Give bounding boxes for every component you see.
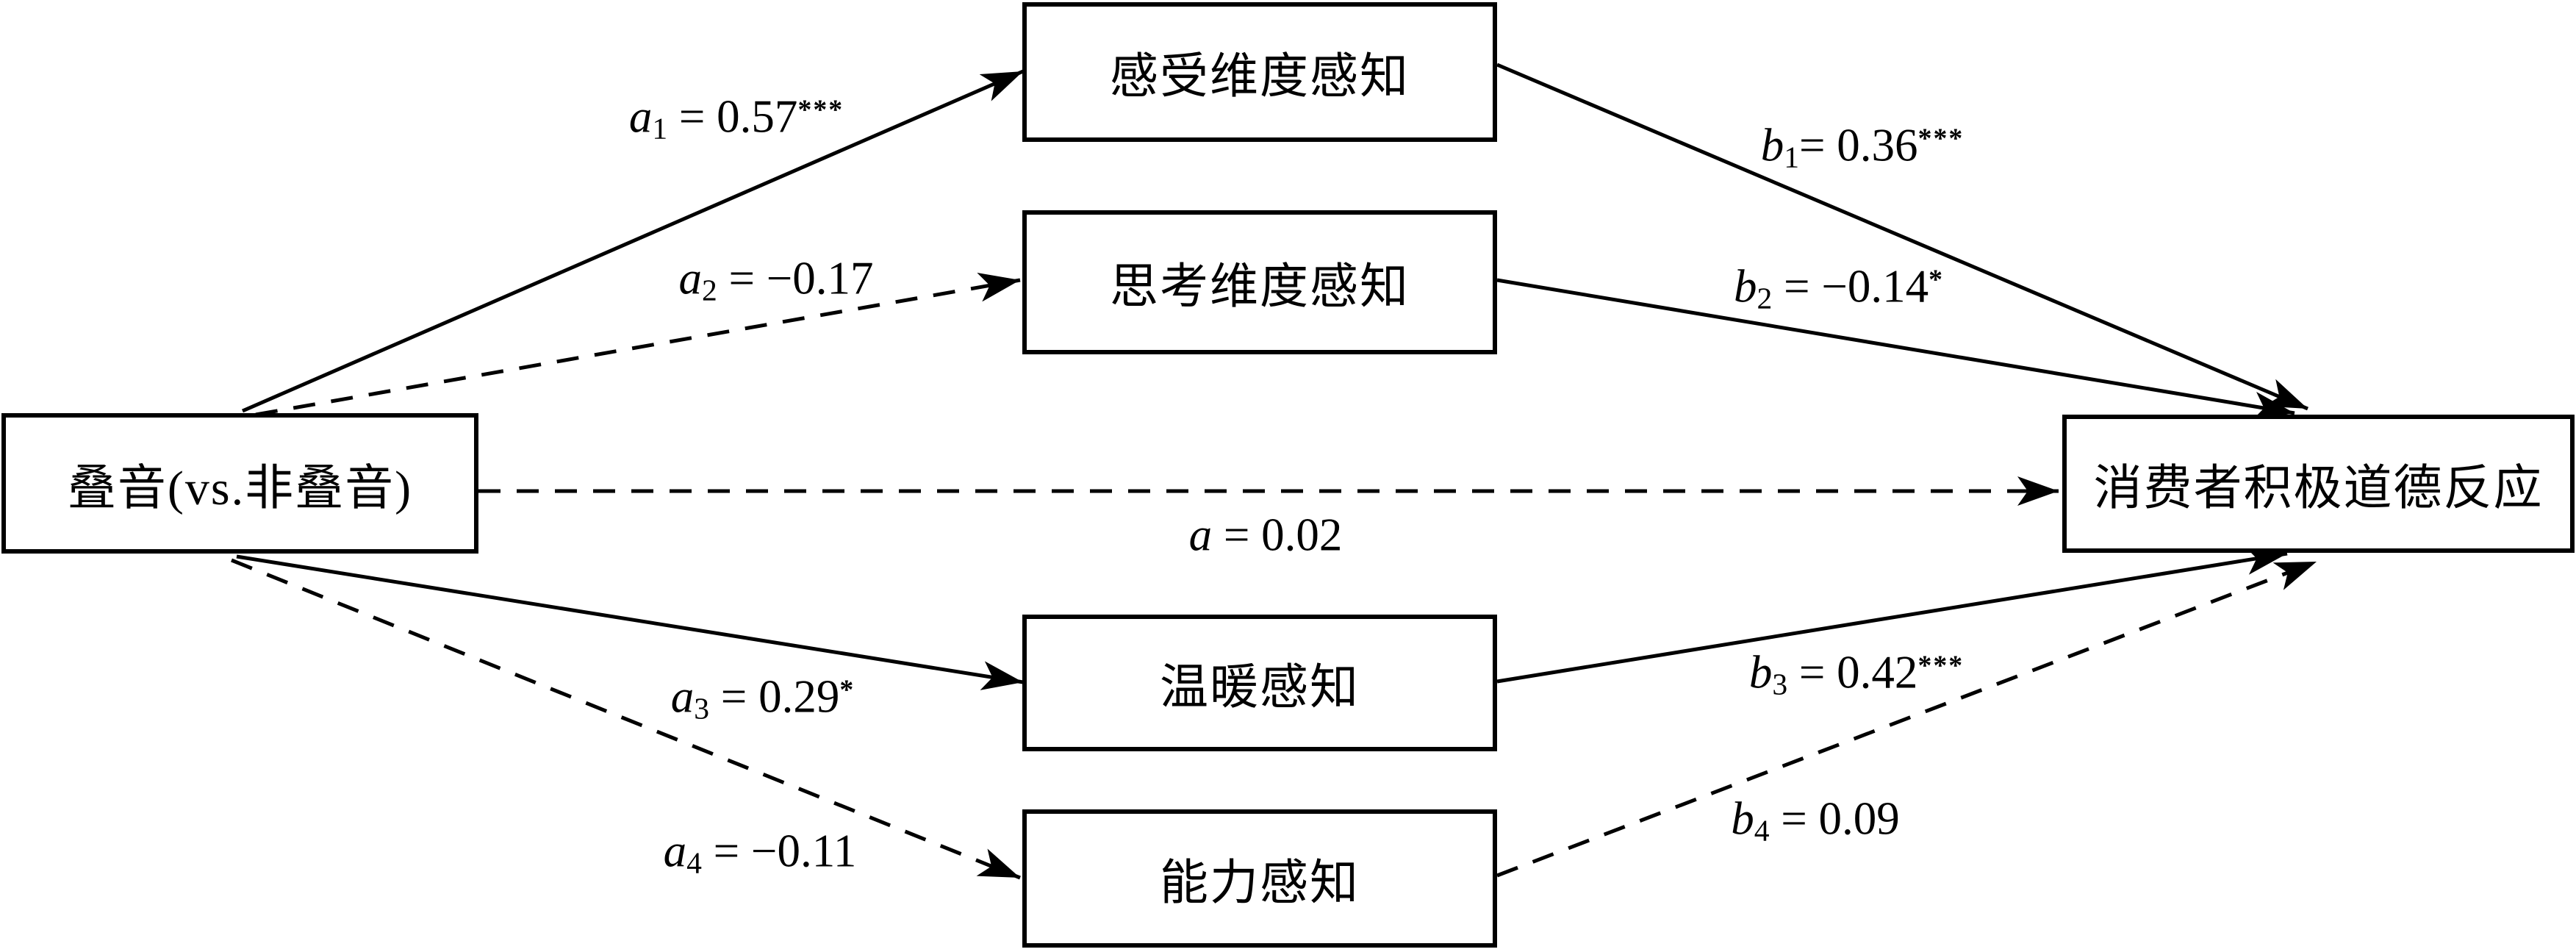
coefficient-symbol: b <box>1748 646 1773 698</box>
path-label-b4: b4 = 0.09 <box>1731 792 1900 846</box>
coefficient-value: = −0.17 <box>717 252 874 304</box>
significance-stars: * <box>839 674 855 706</box>
coefficient-subscript: 2 <box>1757 281 1773 315</box>
coefficient-value: = 0.57 <box>667 90 798 143</box>
significance-stars: *** <box>1917 123 1965 154</box>
path-label-a1: a1 = 0.57*** <box>629 90 844 144</box>
path-a4-arrow <box>231 558 1021 880</box>
node-m4-label: 能力感知 <box>1160 856 1360 910</box>
path-label-b2: b2 = −0.14* <box>1734 260 1944 314</box>
coefficient-value: = 0.36 <box>1799 119 1918 171</box>
node-mediator-warmth: 温暖感知 <box>1022 615 1497 751</box>
coefficient-value: = 0.09 <box>1769 792 1900 845</box>
coefficient-value: = 0.42 <box>1787 646 1918 698</box>
coefficient-subscript: 1 <box>1784 140 1800 174</box>
node-m2-label: 思考维度感知 <box>1110 260 1410 314</box>
path-a3-arrow <box>236 554 1024 690</box>
node-mediator-feeling: 感受维度感知 <box>1022 2 1497 142</box>
path-label-a2: a2 = −0.17 <box>678 252 873 306</box>
path-label-a4: a4 = −0.11 <box>664 825 857 878</box>
coefficient-symbol: b <box>1733 260 1757 312</box>
coefficient-symbol: a <box>1188 509 1213 561</box>
coefficient-subscript: 1 <box>652 111 668 146</box>
node-iv-label: 叠音(vs.非叠音) <box>67 461 413 515</box>
coefficient-symbol: a <box>663 825 687 877</box>
path-b1-arrow <box>1496 62 2308 411</box>
node-independent-variable: 叠音(vs.非叠音) <box>1 413 478 554</box>
path-label-b1: b1= 0.36*** <box>1761 119 1965 173</box>
node-m1-label: 感受维度感知 <box>1110 50 1410 104</box>
coefficient-subscript: 3 <box>1772 667 1788 701</box>
path-a2-arrow <box>255 273 1021 417</box>
node-mediator-competence: 能力感知 <box>1022 809 1497 948</box>
path-b2-arrow <box>1496 278 2295 421</box>
coefficient-subscript: 4 <box>1754 813 1770 848</box>
path-label-direct: a = 0.02 <box>1189 509 1343 562</box>
coefficient-subscript: 4 <box>686 845 702 880</box>
path-label-b3: b3 = 0.42*** <box>1749 646 1964 700</box>
coefficient-subscript: 2 <box>701 273 717 307</box>
path-b4-arrow <box>1496 559 2317 878</box>
coefficient-value: = −0.11 <box>701 825 857 877</box>
coefficient-value: = 0.02 <box>1212 509 1343 561</box>
node-mediator-thinking: 思考维度感知 <box>1022 210 1497 354</box>
significance-stars: *** <box>797 94 844 126</box>
coefficient-symbol: b <box>1760 119 1784 171</box>
path-label-a3: a3 = 0.29* <box>671 670 855 724</box>
significance-stars: *** <box>1917 650 1965 681</box>
coefficient-symbol: a <box>678 252 702 304</box>
path-a1-arrow <box>242 69 1024 413</box>
coefficient-symbol: b <box>1731 792 1754 845</box>
path-b3-arrow <box>1496 545 2288 684</box>
coefficient-value: = 0.29 <box>709 670 840 723</box>
coefficient-symbol: a <box>670 670 695 723</box>
coefficient-subscript: 3 <box>694 691 710 726</box>
node-dv-label: 消费者积极道德反应 <box>2093 462 2544 515</box>
node-m3-label: 温暖感知 <box>1160 661 1360 715</box>
coefficient-symbol: a <box>628 90 653 143</box>
significance-stars: * <box>1929 264 1945 296</box>
node-dependent-variable: 消费者积极道德反应 <box>2062 415 2575 553</box>
coefficient-value: = −0.14 <box>1772 260 1929 312</box>
